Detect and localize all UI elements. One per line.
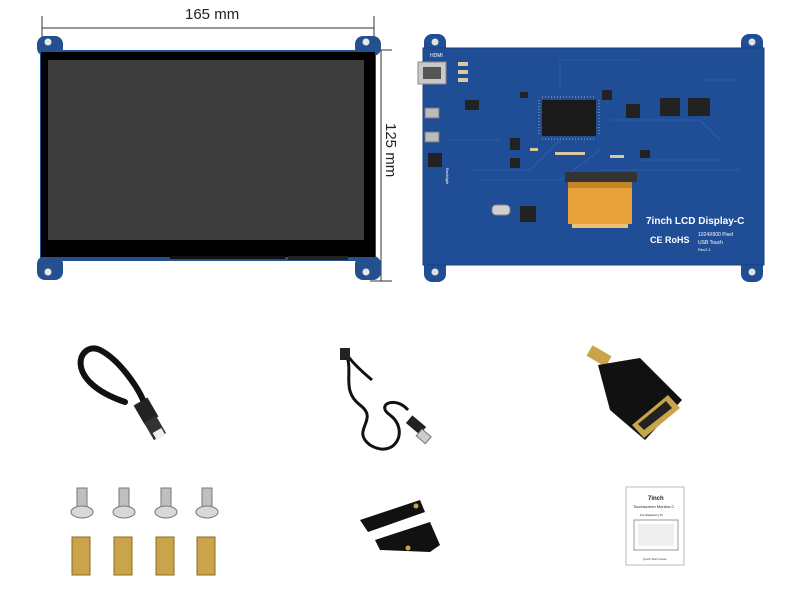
manual-footer: Quick Start Guide bbox=[643, 557, 667, 561]
pcb-touch: USB Touch bbox=[698, 240, 723, 246]
manual-subtitle: Touchscreen Monitor-C bbox=[633, 504, 674, 509]
standoff-icon bbox=[71, 536, 91, 576]
manual-tag: For Raspberry Pi bbox=[640, 513, 663, 517]
standoff-icon bbox=[155, 536, 175, 576]
screw-icon bbox=[195, 487, 219, 519]
pcb-backlight-label: Backlight bbox=[445, 168, 450, 185]
screw-icon bbox=[154, 487, 178, 519]
pcb-hdmi-label: HDMI bbox=[430, 53, 443, 59]
standoff-icon bbox=[113, 536, 133, 576]
manual-title: 7inch bbox=[648, 496, 664, 502]
screw-icon bbox=[70, 487, 94, 519]
pcb-certs: CE RoHS bbox=[650, 235, 690, 245]
pcb-resolution: 1024X600 Pixel bbox=[698, 232, 733, 238]
pcb-title: 7inch LCD Display-C bbox=[646, 216, 744, 227]
pcb-version: Rev2.1 bbox=[698, 247, 711, 252]
height-dimension-label: 125 mm bbox=[382, 123, 399, 178]
screw-icon bbox=[112, 487, 136, 519]
width-dimension-label: 165 mm bbox=[185, 6, 240, 23]
standoff-icon bbox=[196, 536, 216, 576]
